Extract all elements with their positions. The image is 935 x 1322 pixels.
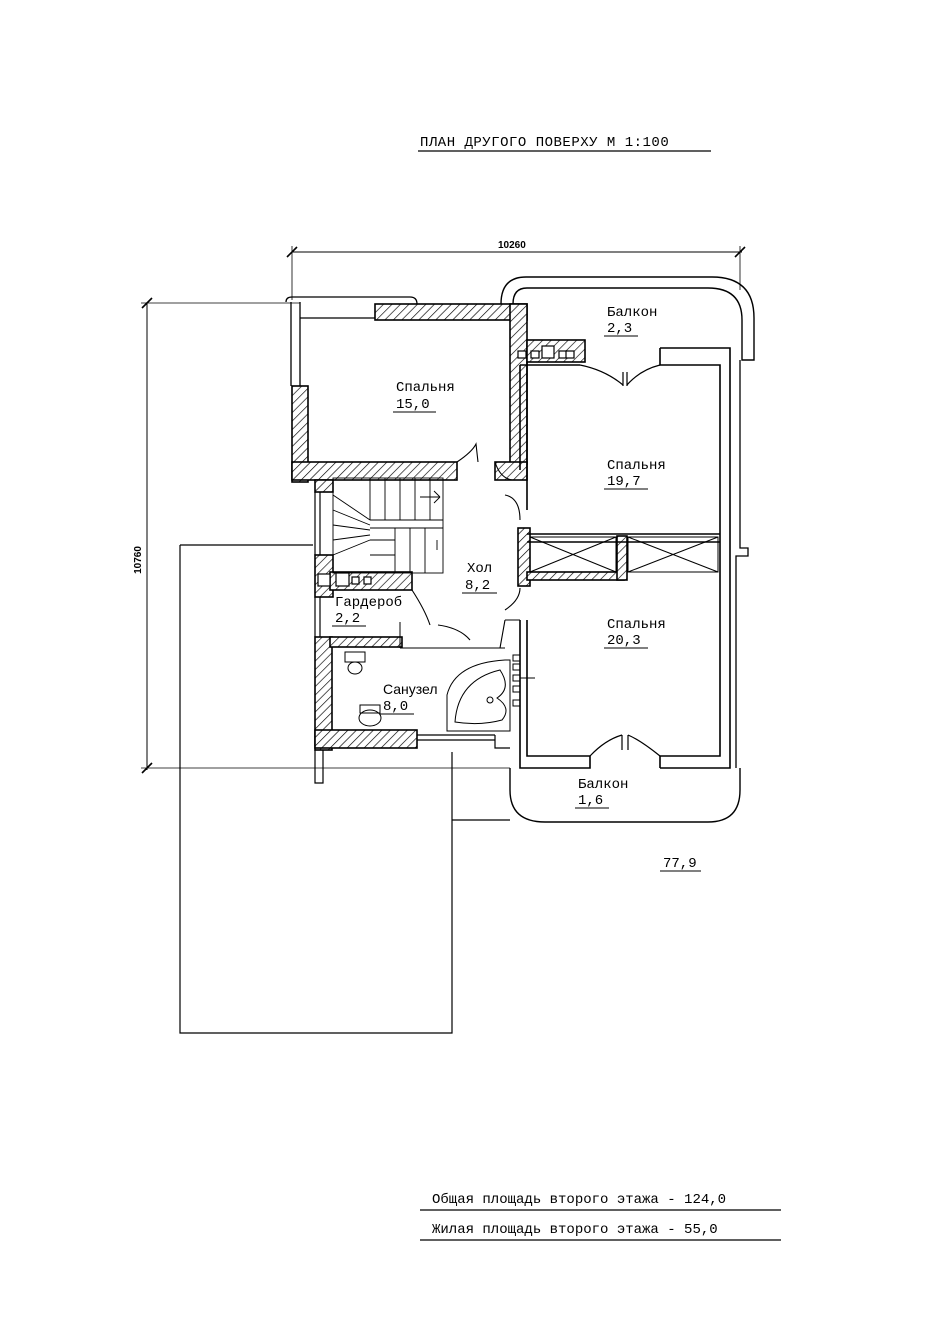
balcony-doors [579,364,661,757]
room-area-bedroom-19: 19,7 [607,474,641,490]
room-name-bedroom-20: Спальня [607,617,666,633]
height-dimension-label: 10760 [133,546,144,574]
room-area-bedroom-20: 20,3 [607,633,641,649]
room-labels: Спальня 15,0 Балкон 2,3 Спальня 19,7 Хол… [332,305,666,809]
walls [291,303,628,751]
width-dimension-label: 10260 [498,240,526,251]
interior-doors [411,442,521,649]
height-dimension: 10760 [133,297,510,774]
total-area-line: Общая площадь второго этажа - 124,0 [432,1191,726,1208]
room-name-balcony-top: Балкон [607,305,657,321]
thin-walls [519,347,731,769]
bedroom-railing [285,296,418,386]
room-name-bedroom-19: Спальня [607,458,666,474]
room-name-balcony-bottom: Балкон [578,777,628,793]
room-name-wardrobe: Гардероб [335,594,402,611]
living-area-line: Жилая площадь второго этажа - 55,0 [432,1222,718,1238]
room-area-wardrobe: 2,2 [335,611,360,627]
room-area-balcony-top: 2,3 [607,321,632,337]
side-railing [735,360,749,768]
plan-title: ПЛАН ДРУГОГО ПОВЕРХУ М 1:100 [420,135,669,151]
balcony-top-railing [500,276,755,361]
room-name-bathroom: Санузел [383,681,438,697]
chimney-flues [317,345,575,587]
room-area-bedroom-15: 15,0 [396,397,430,413]
vent-shafts [529,536,719,573]
roof-area-label: 77,9 [663,856,697,872]
width-dimension: 10260 [286,240,746,300]
left-wall-lines [314,492,510,784]
room-area-bathroom: 8,0 [383,699,408,715]
room-name-bedroom-15: Спальня [396,380,455,396]
room-area-hall: 8,2 [465,578,490,594]
roof-outline [179,544,510,1034]
staircase [332,477,444,574]
room-area-balcony-bottom: 1,6 [578,793,603,809]
bathroom-fixtures [344,622,535,732]
room-name-hall: Хол [467,561,492,577]
area-summary: Общая площадь второго этажа - 124,0 Жила… [420,1191,781,1241]
balcony-bottom-railing [509,768,741,823]
